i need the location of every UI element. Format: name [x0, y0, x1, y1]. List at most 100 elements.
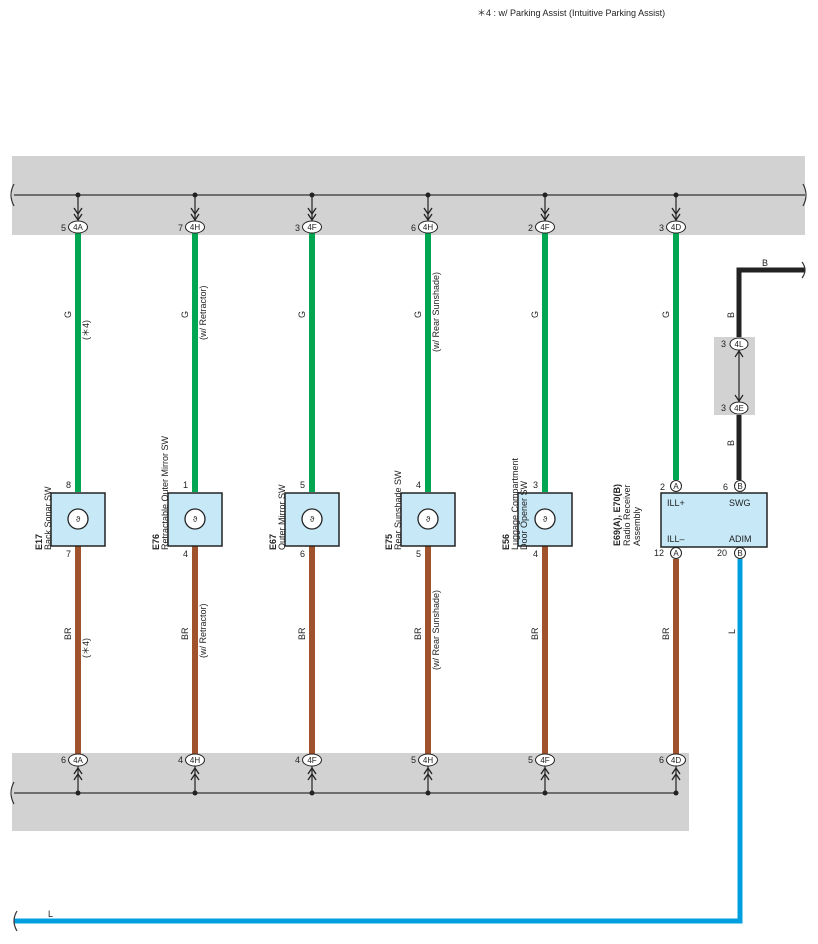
pin-number: 6	[61, 755, 66, 765]
connector-id: 4F	[307, 756, 316, 765]
radio-adim-label: ADIM	[729, 534, 752, 544]
switch-top-pin: 4	[416, 480, 421, 490]
wire-color-label: G	[63, 311, 73, 318]
junction-arrow-down	[734, 394, 744, 403]
connector-id: 4L	[735, 340, 744, 349]
connector-letter: B	[737, 482, 742, 491]
wire-color-label: G	[661, 311, 671, 318]
switch-top-pin: 5	[300, 480, 305, 490]
switch-lamp-glyph: ϑ	[193, 515, 198, 524]
pin-number: 3	[295, 223, 300, 233]
connector-pin-icon	[535, 220, 555, 234]
switch-name: Retractable Outer Mirror SW	[160, 435, 170, 550]
black-wire-upper-label: B	[726, 312, 736, 318]
switch-top-pin: 1	[183, 480, 188, 490]
connector-id: 4F	[307, 223, 316, 232]
wire-break-icon	[801, 261, 806, 279]
black-wire-top	[736, 267, 805, 337]
connector-pin-icon	[670, 547, 682, 559]
pin-number: 3	[659, 223, 664, 233]
switch-bottom-pin: 6	[300, 549, 305, 559]
pin-number: 4	[178, 755, 183, 765]
connector-id: 4D	[671, 756, 681, 765]
junction-arrow-up	[734, 349, 744, 358]
connector-id: 4H	[190, 756, 200, 765]
wire-color-label: BR	[661, 627, 671, 640]
radio-code: E69(A), E70(B)	[612, 484, 622, 546]
switch-name: Outer Mirror SW	[277, 484, 287, 550]
top-connector-arrow	[190, 207, 200, 222]
pin-number: 20	[717, 548, 727, 558]
wire-break-icon	[10, 183, 15, 207]
switch-top-pin: 3	[533, 480, 538, 490]
bottom-harness-band	[12, 753, 689, 831]
wire-color-label: BR	[413, 627, 423, 640]
radio-receiver-box	[660, 492, 768, 548]
wire-note-label: (＊4)	[81, 638, 91, 658]
pin-number: 2	[528, 223, 533, 233]
switch-name: Back Sonar SW	[43, 486, 53, 550]
radio-ill-plus-label: ILL+	[667, 498, 685, 508]
connector-pin-icon	[185, 220, 205, 234]
connector-letter: A	[673, 482, 679, 491]
pin-number: 2	[660, 482, 665, 492]
wire-break-icon	[10, 781, 15, 805]
blue-wire-bottom-label: L	[48, 909, 53, 919]
wire-note-label: (w/ Rear Sunshade)	[431, 272, 441, 352]
wire-color-label: G	[180, 311, 190, 318]
parking-assist-note: ＊4 : w/ Parking Assist (Intuitive Parkin…	[477, 8, 665, 18]
wire-break-icon	[13, 910, 18, 932]
wire-note-label: (w/ Retractor)	[198, 285, 208, 340]
radio-name-line1: Radio Receiver	[622, 484, 632, 546]
switch-code: E17	[34, 534, 44, 550]
radio-ill-plus-pin: 2 A	[660, 480, 682, 492]
switch-lamp-glyph: ϑ	[76, 515, 81, 524]
switch-code: E76	[151, 534, 161, 550]
radio-receiver: ILL+ SWG ILL– ADIM E69(A), E70(B) Radio …	[612, 484, 768, 548]
connector-letter: B	[737, 549, 742, 558]
radio-ill-minus-pin: 12 A	[654, 547, 682, 559]
switch-lamp-glyph: ϑ	[310, 515, 315, 524]
pin-number: 7	[178, 223, 183, 233]
switch-lamp-icon	[534, 508, 556, 530]
switch-code: E75	[384, 534, 394, 550]
switch-code: E56	[501, 534, 511, 550]
pin-number: 12	[654, 548, 664, 558]
blue-wire-vertical-label: L	[727, 629, 737, 634]
switch-lamp-icon	[417, 508, 439, 530]
connector-4E: 3 4E	[721, 401, 749, 415]
connector-pin-icon	[302, 220, 322, 234]
switch-name: Rear Sunshade SW	[393, 470, 403, 550]
connector-letter: A	[673, 549, 679, 558]
top-connector-arrow	[671, 207, 681, 222]
pin-number: 3	[721, 339, 726, 349]
switch-lamp-icon	[67, 508, 89, 530]
black-wire-lower-label: B	[726, 440, 736, 446]
switch-bottom-pin: 5	[416, 549, 421, 559]
switch-lamp-icon	[184, 508, 206, 530]
connector-id: 4D	[671, 223, 681, 232]
pin-number: 6	[411, 223, 416, 233]
connector-id: 4F	[540, 756, 549, 765]
connector-pin-icon	[734, 480, 746, 492]
pin-number: 5	[411, 755, 416, 765]
wire-color-label: G	[297, 311, 307, 318]
junction-band	[714, 337, 755, 415]
switch-lamp-glyph: ϑ	[543, 515, 548, 524]
pin-number: 6	[659, 755, 664, 765]
connector-id: 4H	[423, 223, 433, 232]
switch-lamp-icon	[301, 508, 323, 530]
wire-color-label: BR	[297, 627, 307, 640]
top-connector-arrow	[307, 207, 317, 222]
connector-pin-icon	[418, 220, 438, 234]
connector-pin-icon	[734, 547, 746, 559]
connector-id: 4H	[423, 756, 433, 765]
wire-color-label: BR	[530, 627, 540, 640]
radio-name-line2: Assembly	[632, 506, 642, 546]
blue-wire	[14, 559, 743, 924]
pin-number: 4	[295, 755, 300, 765]
wire-color-label: BR	[63, 627, 73, 640]
switch-top-pin: 8	[66, 480, 71, 490]
top-connector-arrow	[540, 207, 550, 222]
